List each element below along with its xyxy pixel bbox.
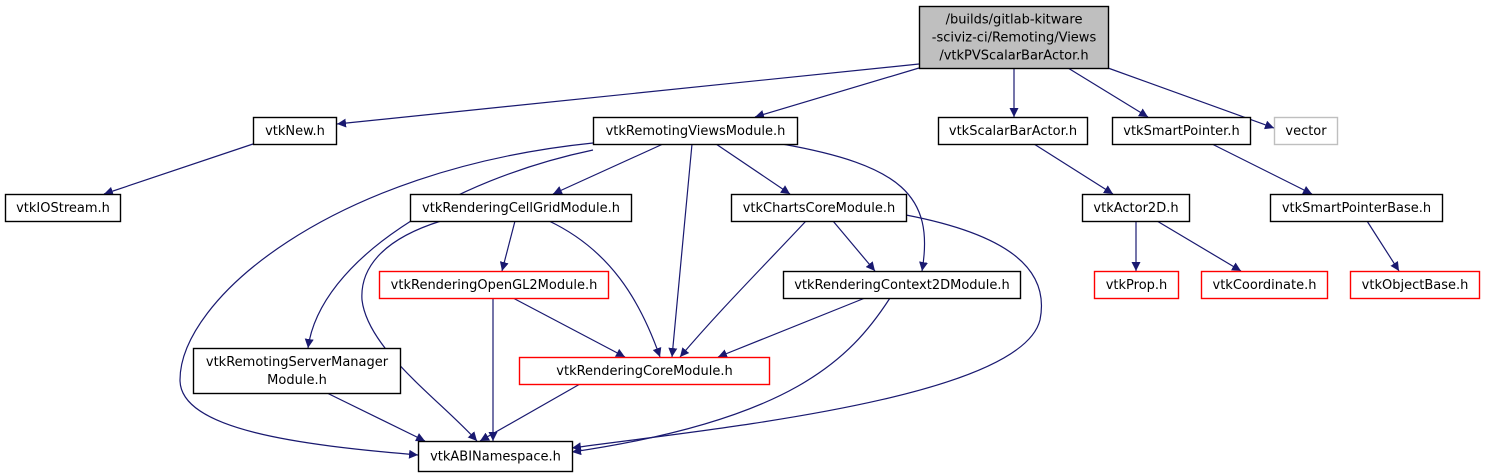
edge-vtkRemotingViewsModule-to-vtkRenderingContext2DModule (781, 143, 928, 272)
node-label: -sciviz-ci/Remoting/Views (932, 31, 1097, 46)
edge-vtkScalarBarActor-to-vtkActor2D (1033, 143, 1114, 195)
node-vtkNew[interactable]: vtkNew.h (252, 116, 338, 146)
node-vtkRemotingViewsModule[interactable]: vtkRemotingViewsModule.h (592, 116, 799, 146)
node-label: vtkRenderingOpenGL2Module.h (391, 278, 598, 293)
node-label: vector (1285, 124, 1327, 139)
node-vtkABINamespace[interactable]: vtkABINamespace.h (417, 440, 574, 473)
node-box (192, 347, 402, 395)
node-label: vtkRemotingServerManager (206, 355, 389, 370)
node-box (1081, 193, 1191, 223)
edge-vtkRemotingViewsModule-to-vtkABINamespace (179, 142, 594, 459)
node-label: vtkActor2D.h (1093, 201, 1178, 216)
node-vtkCoordinate[interactable]: vtkCoordinate.h (1200, 270, 1329, 300)
node-box (1111, 116, 1252, 146)
node-vtkRenderingContext2DModule[interactable]: vtkRenderingContext2DModule.h (782, 270, 1022, 300)
node-box (252, 116, 338, 146)
edge-vtkChartsCoreModule-to-vtkABINamespace (571, 214, 1042, 452)
node-box (918, 5, 1110, 70)
node-box (592, 116, 799, 146)
node-vtkIOStream[interactable]: vtkIOStream.h (4, 193, 122, 223)
node-box (409, 193, 633, 223)
node-box (378, 270, 610, 300)
node-vtkRenderingOpenGL2Module[interactable]: vtkRenderingOpenGL2Module.h (378, 270, 610, 300)
node-label: vtkProp.h (1106, 278, 1168, 293)
node-label: vtkNew.h (265, 124, 325, 139)
node-box (1269, 193, 1444, 223)
edge-vtkRenderingCellGridModule-to-vtkRenderingCoreModule (548, 220, 662, 358)
edge-vtkRemotingServerManagerModule-to-vtkABINamespace (326, 392, 426, 442)
node-label: vtkCoordinate.h (1213, 278, 1317, 293)
node-vtkChartsCoreModule[interactable]: vtkChartsCoreModule.h (730, 193, 908, 223)
node-vector: vector (1273, 116, 1339, 146)
edge-vtkRenderingOpenGL2Module-to-vtkRenderingCoreModule (512, 297, 626, 358)
node-box (4, 193, 122, 223)
edge-root-to-vtkSmartPointer (1067, 67, 1149, 118)
node-box (417, 440, 574, 473)
edge-vtkRemotingViewsModule-to-vtkChartsCoreModule (715, 143, 791, 195)
node-vtkScalarBarActor[interactable]: vtkScalarBarActor.h (937, 116, 1089, 146)
node-label: vtkRenderingCoreModule.h (556, 364, 732, 379)
node-vtkRenderingCoreModule[interactable]: vtkRenderingCoreModule.h (518, 356, 771, 386)
edge-vtkChartsCoreModule-to-vtkRenderingContext2DModule (832, 220, 876, 272)
edge-vtkRenderingContext2DModule-to-vtkABINamespace (571, 297, 891, 456)
edge-vtkNew-to-vtkIOStream (103, 143, 254, 196)
node-label: vtkSmartPointerBase.h (1282, 201, 1431, 216)
node-label: vtkObjectBase.h (1362, 278, 1469, 293)
node-vtkProp[interactable]: vtkProp.h (1093, 270, 1180, 300)
node-label: vtkScalarBarActor.h (949, 124, 1077, 139)
node-label: vtkChartsCoreModule.h (743, 201, 896, 216)
node-box (937, 116, 1089, 146)
node-vtkObjectBase[interactable]: vtkObjectBase.h (1349, 270, 1481, 300)
node-box (1093, 270, 1180, 300)
node-vtkActor2D[interactable]: vtkActor2D.h (1081, 193, 1191, 223)
node-box (1273, 116, 1339, 146)
node-label: vtkIOStream.h (16, 201, 110, 216)
node-vtkSmartPointer[interactable]: vtkSmartPointer.h (1111, 116, 1252, 146)
edge-vtkRemotingViewsModule-to-vtkRemotingServerManagerModule (304, 149, 594, 349)
edge-vtkChartsCoreModule-to-vtkRenderingCoreModule (679, 220, 807, 358)
edge-vtkRenderingContext2DModule-to-vtkRenderingCoreModule (717, 297, 866, 358)
node-box (1200, 270, 1329, 300)
node-box (1349, 270, 1481, 300)
node-label: Module.h (267, 373, 327, 388)
node-label: vtkSmartPointer.h (1123, 124, 1239, 139)
node-label: vtkABINamespace.h (430, 450, 561, 465)
edge-vtkRenderingCoreModule-to-vtkABINamespace (479, 383, 581, 442)
edge-root-to-vtkRemotingViewsModule (754, 67, 920, 119)
edge-vtkRemotingViewsModule-to-vtkRenderingCoreModule (668, 143, 693, 358)
edge-vtkSmartPointer-to-vtkSmartPointerBase (1211, 143, 1313, 195)
edge-vtkSmartPointerBase-to-vtkObjectBase (1366, 220, 1400, 272)
node-label: vtkRemotingViewsModule.h (606, 124, 786, 139)
node-box (730, 193, 908, 223)
edge-vtkRemotingViewsModule-to-vtkRenderingCellGridModule (552, 143, 664, 195)
node-label: /vtkPVScalarBarActor.h (939, 49, 1088, 64)
node-root[interactable]: /builds/gitlab-kitware -sciviz-ci/Remotin… (918, 5, 1110, 70)
node-label: /builds/gitlab-kitware (946, 13, 1083, 28)
edge-vtkRenderingCellGridModule-to-vtkABINamespace (361, 220, 478, 442)
node-vtkSmartPointerBase[interactable]: vtkSmartPointerBase.h (1269, 193, 1444, 223)
edge-vtkRenderingCellGridModule-to-vtkRenderingOpenGL2Module (499, 220, 516, 272)
node-box (518, 356, 771, 386)
node-box (782, 270, 1022, 300)
node-vtkRenderingCellGridModule[interactable]: vtkRenderingCellGridModule.h (409, 193, 633, 223)
edge-vtkActor2D-to-vtkCoordinate (1156, 220, 1242, 272)
node-label: vtkRenderingContext2DModule.h (794, 278, 1010, 293)
edge-root-to-vtkNew (336, 63, 920, 128)
node-label: vtkRenderingCellGridModule.h (422, 201, 620, 216)
